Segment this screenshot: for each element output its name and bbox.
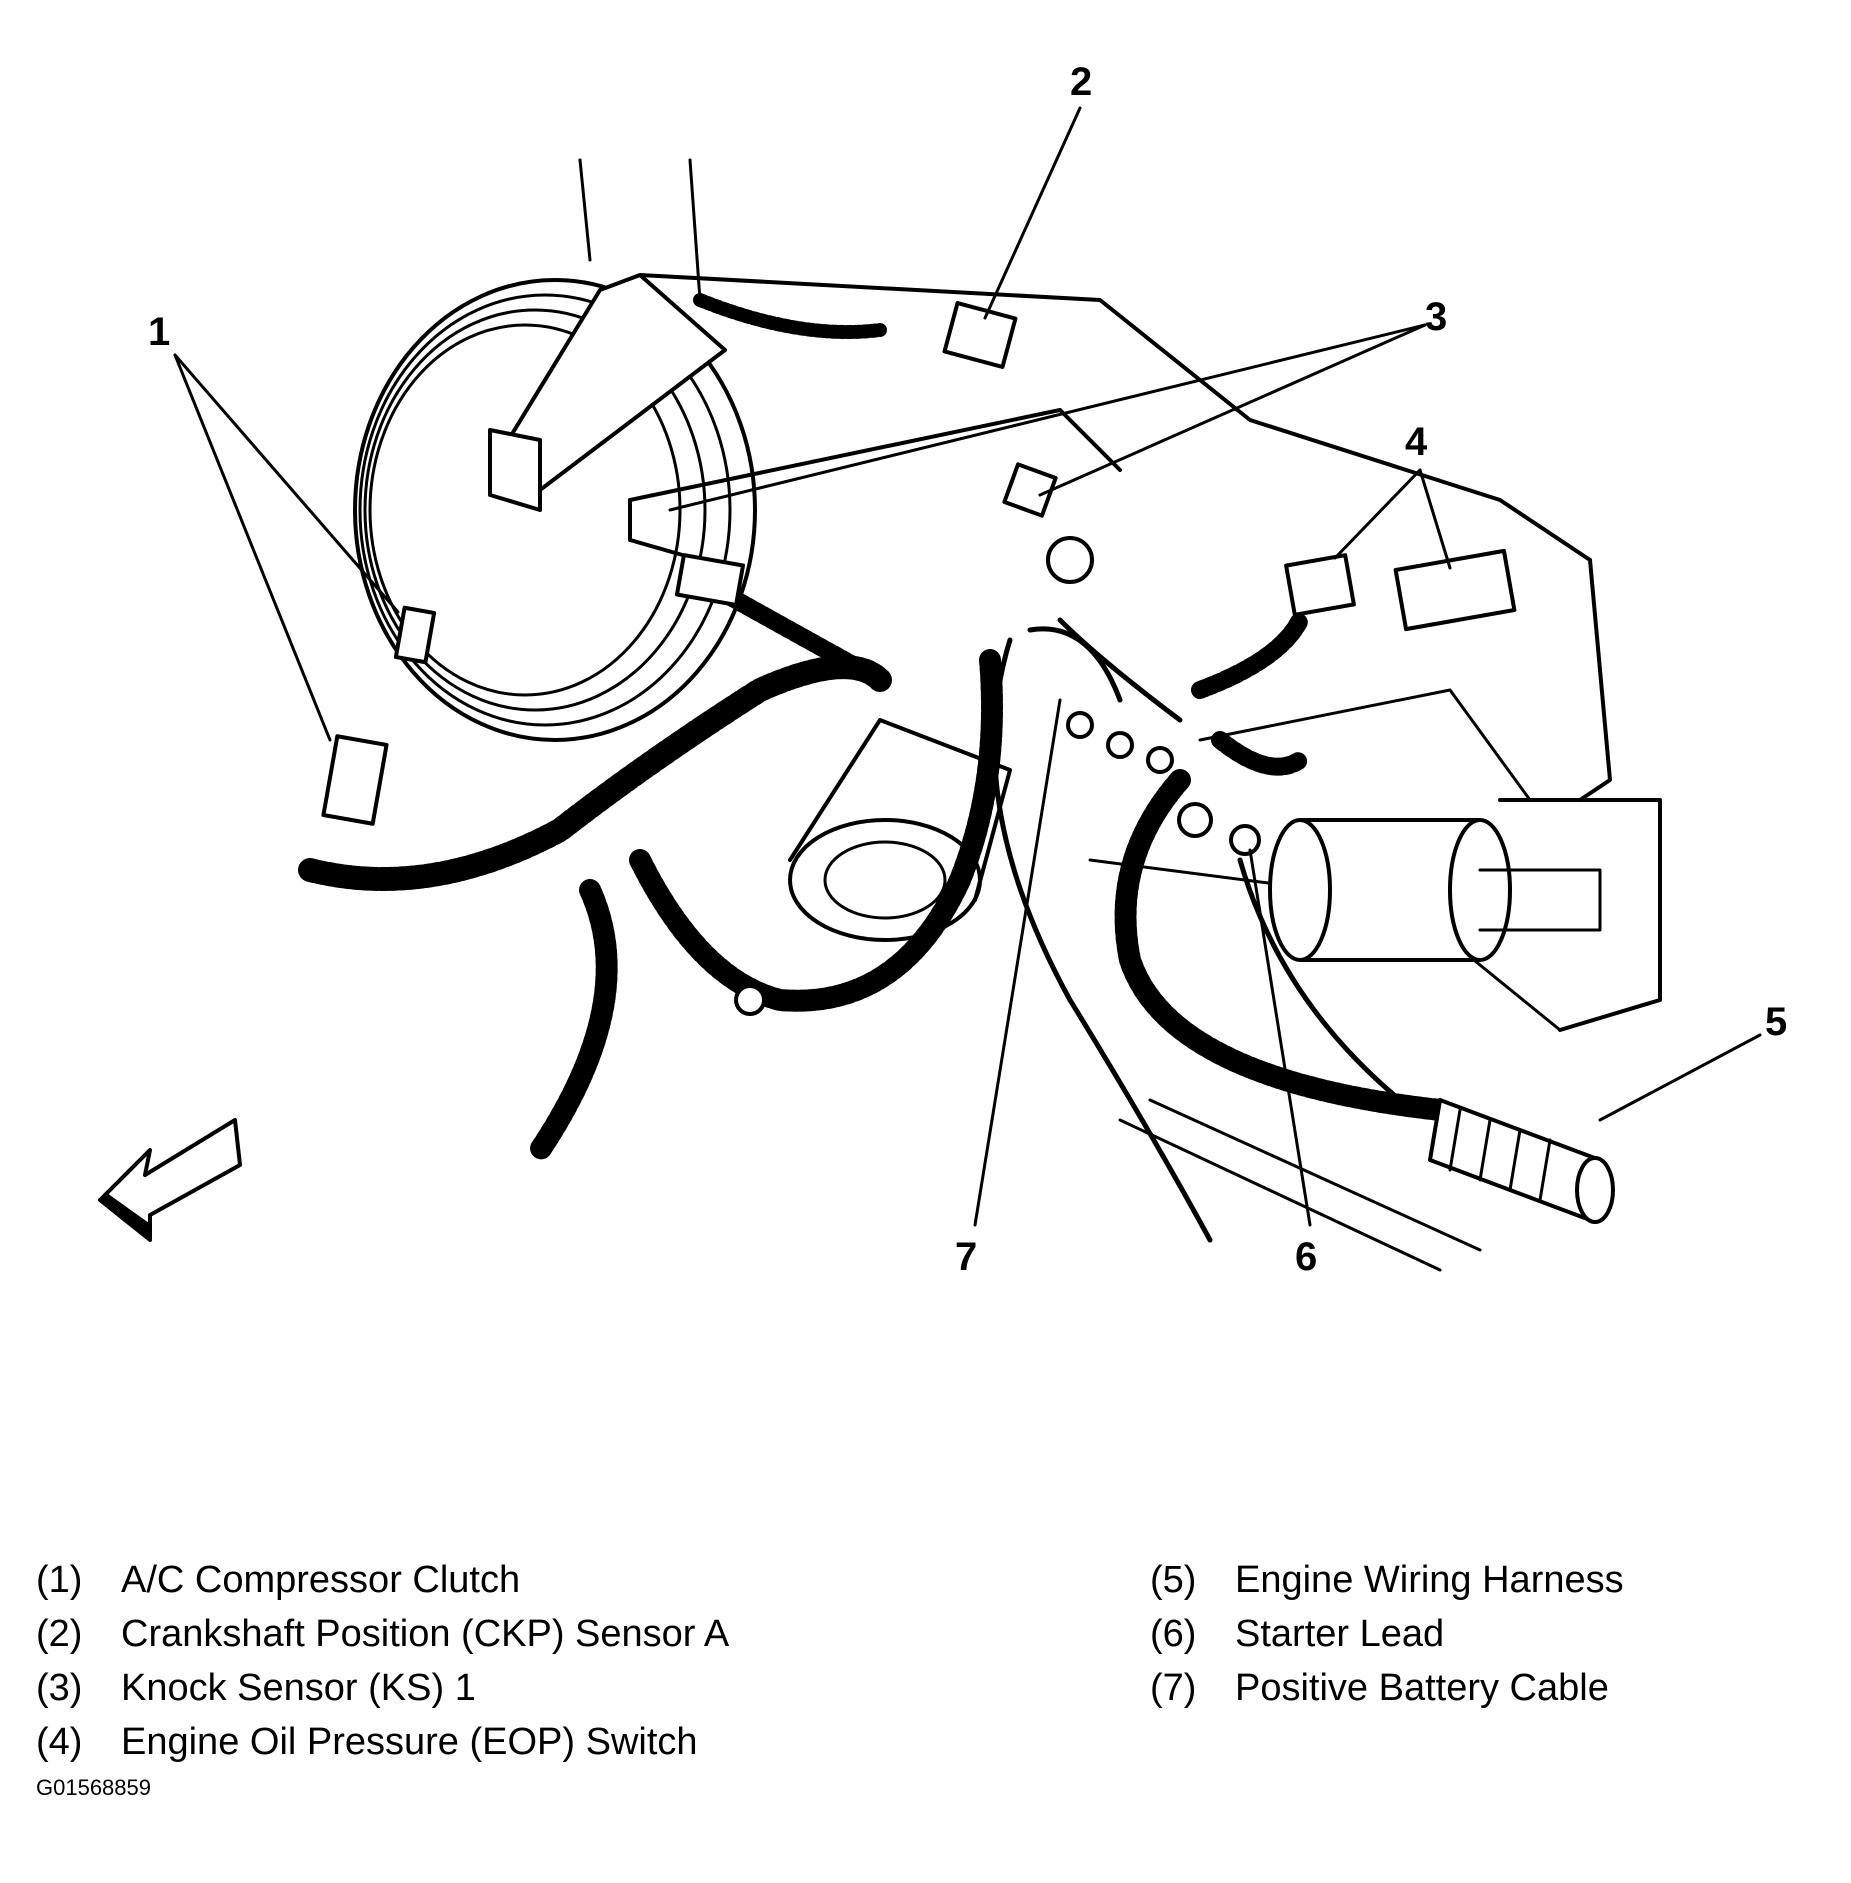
legend-item-5: (5) Engine Wiring Harness — [1150, 1553, 1624, 1607]
callout-4: 4 — [1405, 420, 1428, 464]
ac-compressor — [353, 273, 757, 742]
legend-item-1: (1) A/C Compressor Clutch — [36, 1553, 729, 1607]
legend-item-3: (3) Knock Sensor (KS) 1 — [36, 1661, 729, 1715]
callout-3: 3 — [1425, 295, 1447, 339]
engine-block — [578, 158, 1662, 1272]
legend-number: (7) — [1150, 1667, 1197, 1709]
front-direction-arrow — [98, 1118, 242, 1242]
starter-motor — [1268, 818, 1602, 962]
legend-number: (6) — [1150, 1613, 1197, 1655]
legend-label: Engine Oil Pressure (EOP) Switch — [121, 1721, 698, 1763]
callout-5: 5 — [1765, 1000, 1787, 1044]
callout-6: 6 — [1295, 1235, 1317, 1279]
callout-1: 1 — [148, 310, 170, 354]
harness-end — [1428, 1098, 1615, 1224]
figure-id: G01568859 — [36, 1775, 151, 1800]
connectors — [321, 301, 1517, 1016]
legend-label: Engine Wiring Harness — [1235, 1559, 1624, 1601]
callout-labels: 1 2 3 4 5 6 7 — [148, 60, 1787, 1279]
legend-label: Positive Battery Cable — [1235, 1667, 1609, 1709]
legend-item-4: (4) Engine Oil Pressure (EOP) Switch — [36, 1715, 729, 1769]
legend-label: A/C Compressor Clutch — [121, 1559, 521, 1601]
legend-item-6: (6) Starter Lead — [1150, 1607, 1624, 1661]
leader-lines — [173, 106, 1762, 1227]
legend-number: (2) — [36, 1613, 83, 1655]
legend-label: Crankshaft Position (CKP) Sensor A — [121, 1613, 730, 1655]
cables — [991, 617, 1403, 1243]
callout-7: 7 — [955, 1235, 977, 1279]
callout-2: 2 — [1070, 60, 1092, 104]
legend-number: (5) — [1150, 1559, 1197, 1601]
legend-item-2: (2) Crankshaft Position (CKP) Sensor A — [36, 1607, 729, 1661]
legend-right: (5) Engine Wiring Harness (6) Starter Le… — [1150, 1553, 1624, 1715]
legend-number: (1) — [36, 1559, 83, 1601]
legend-item-7: (7) Positive Battery Cable — [1150, 1661, 1624, 1715]
legend-label: Starter Lead — [1235, 1613, 1445, 1655]
wiring-harness — [298, 293, 1451, 1161]
legend-number: (4) — [36, 1721, 83, 1763]
legend-label: Knock Sensor (KS) 1 — [121, 1667, 476, 1709]
legend-left: (1) A/C Compressor Clutch (2) Crankshaft… — [36, 1553, 729, 1769]
legend-number: (3) — [36, 1667, 83, 1709]
